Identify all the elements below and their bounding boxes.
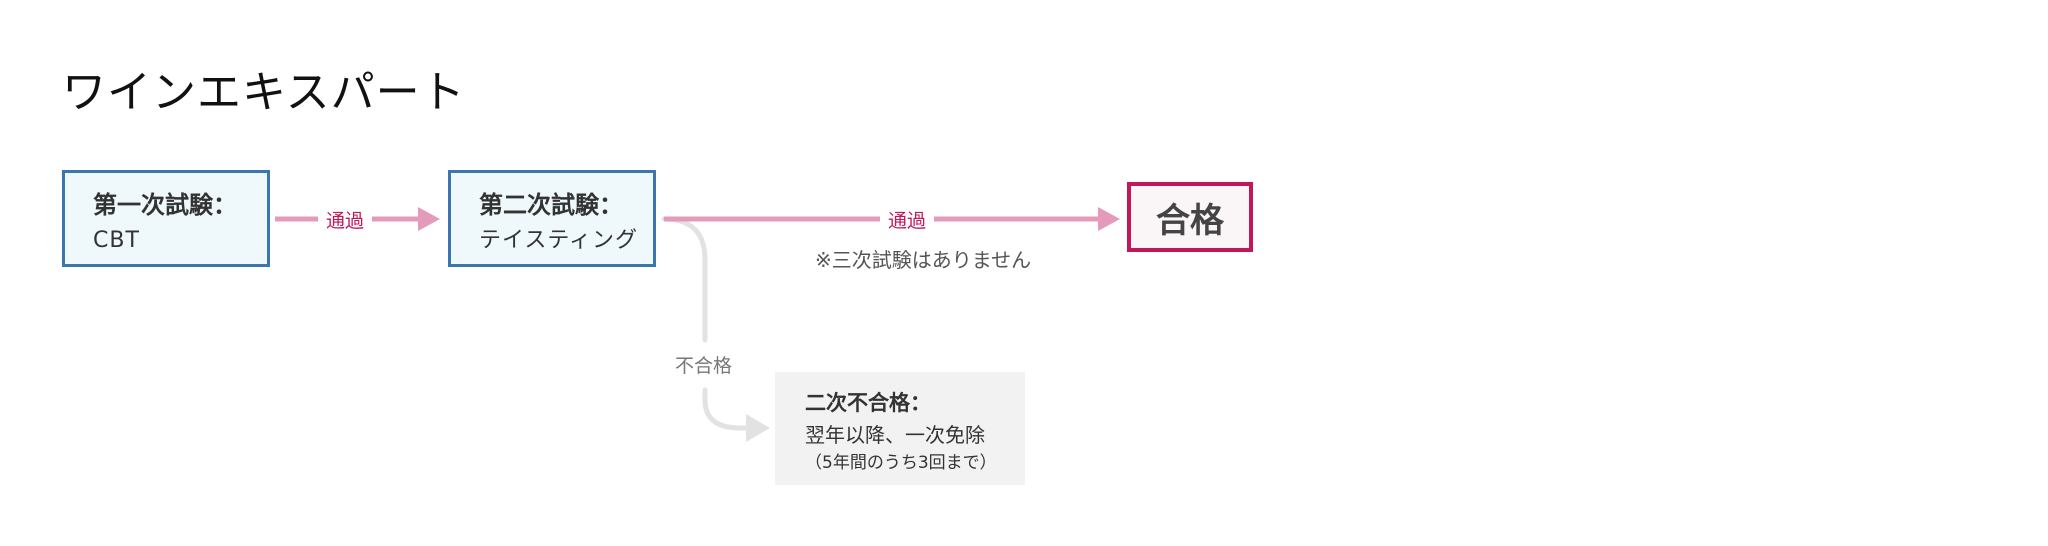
- stage-first-exam-format: CBT: [93, 228, 140, 253]
- result-pass: 合格: [1127, 182, 1253, 252]
- fail-connector: [661, 216, 708, 343]
- stage-first-exam: 第一次試験： CBT: [62, 170, 270, 267]
- pass2-label: 通過: [880, 206, 935, 233]
- fail-label: 不合格: [675, 355, 733, 377]
- stage-second-exam-format: テイスティング: [479, 228, 639, 253]
- stage-second-exam-title: 第二次試験：: [479, 191, 623, 219]
- fail-result-box: 二次不合格： 翌年以降、一次免除 （5年間のうち3回まで）: [775, 372, 1025, 485]
- pass2-note: ※三次試験はありません: [815, 248, 1032, 272]
- stage-second-exam: 第二次試験： テイスティング: [448, 170, 656, 267]
- pass1-label: 通過: [318, 206, 373, 233]
- fail-connector-lower: [702, 387, 751, 431]
- fail-result-exemption: 翌年以降、一次免除: [805, 423, 985, 447]
- pass2-arrowhead-icon: [1098, 207, 1120, 231]
- page-title: ワインエキスパート: [62, 67, 466, 118]
- fail-result-title: 二次不合格：: [805, 391, 931, 415]
- fail-result-limit: （5年間のうち3回まで）: [805, 453, 997, 473]
- pass1-arrowhead-icon: [418, 207, 440, 231]
- stage-first-exam-title: 第一次試験：: [93, 191, 237, 219]
- result-pass-label: 合格: [1156, 200, 1224, 241]
- fail-arrowhead-icon: [746, 414, 770, 442]
